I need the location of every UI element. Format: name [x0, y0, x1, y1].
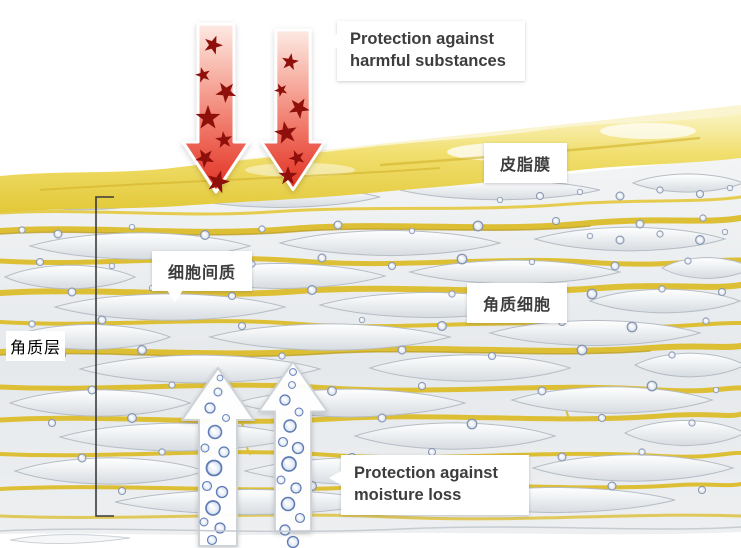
label-intercellular-matrix: 细胞间质 — [152, 251, 253, 302]
sebum-layer — [0, 105, 741, 213]
label-protection-top: Protection against harmful substances — [325, 21, 525, 81]
label-protection-bottom: Protection against moisture loss — [329, 455, 529, 515]
bottom-edge-lines — [0, 526, 741, 545]
stratum-corneum-bracket — [95, 196, 114, 517]
label-stratum-corneum: 角质层 — [6, 331, 66, 361]
label-sebum-film: 皮脂膜 — [484, 143, 568, 183]
lipid-layers — [0, 195, 741, 521]
label-corneocyte: 角质细胞 — [467, 283, 568, 323]
